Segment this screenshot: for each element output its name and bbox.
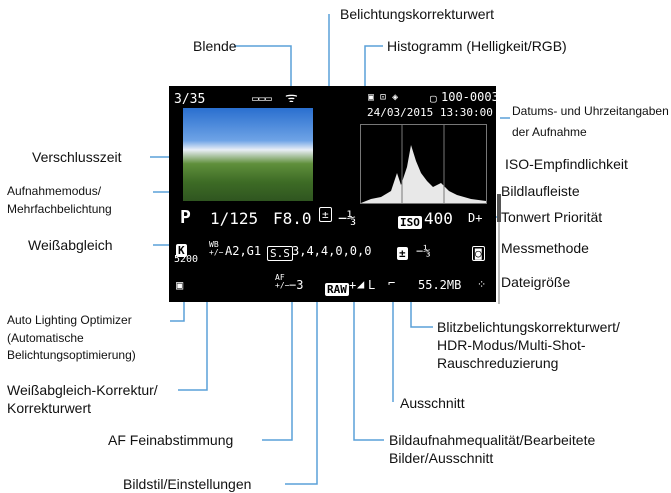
wb-shift-icon: WB+/−: [209, 240, 224, 257]
shutter-speed: 1/125: [210, 209, 259, 228]
wifi-icon: ᯤ: [285, 90, 298, 106]
picture-style-icon: S.S: [267, 242, 293, 261]
label-bildstil: Bildstil/Einstellungen: [123, 476, 252, 492]
crop-icon: ⌐: [388, 276, 396, 290]
label-blitz-line1: Blitzbelichtungskorrekturwert/: [437, 319, 620, 335]
wb-shift-value: A2,G1: [225, 244, 262, 258]
label-ausschnitt: Ausschnitt: [400, 395, 465, 411]
shooting-mode: P: [180, 207, 191, 228]
flash-comp-icon: ±: [397, 247, 408, 260]
label-histogramm: Histogramm (Helligkeit/RGB): [387, 38, 567, 54]
label-aufnahmemodus-line2: Mehrfachbelichtung: [7, 202, 112, 216]
battery-icon: ▭▭▭: [252, 92, 272, 105]
line-af: [262, 295, 293, 441]
line-bildstil: [285, 266, 318, 485]
dust-icon: ⁘: [477, 278, 487, 291]
label-wb-korrektur-line2: Korrekturwert: [7, 400, 92, 416]
quality-jpeg-icon: ◢: [357, 277, 365, 291]
picture-style-values: 3,4,4,0,0,0: [292, 244, 372, 258]
wb-kelvin-value: 5200: [174, 254, 199, 265]
af-microadjust-value: −3: [289, 278, 304, 292]
histogram-box: [360, 124, 487, 204]
label-af-fein: AF Feinabstimmung: [108, 432, 234, 448]
label-alo-line3: Belichtungsoptimierung): [7, 348, 136, 362]
scroll-bar-track: [498, 194, 500, 304]
label-alo-line2: (Automatische: [7, 331, 84, 345]
image-thumbnail: [183, 108, 313, 201]
label-weissabgleich: Weißabgleich: [28, 237, 113, 253]
label-belichtungskorrekturwert: Belichtungskorrekturwert: [340, 6, 495, 22]
aperture: F8.0: [273, 209, 312, 228]
wb-kelvin-icon: K: [176, 244, 187, 257]
exposure-comp-icon: ±: [319, 207, 332, 222]
label-bildqual-line1: Bildaufnahmequalität/Bearbeitete: [389, 432, 596, 448]
label-verschlusszeit: Verschlusszeit: [32, 149, 122, 165]
label-bildlaufleiste: Bildlaufleiste: [501, 183, 580, 199]
label-messmethode: Messmethode: [501, 240, 589, 256]
folder-icon: ▢: [430, 92, 437, 105]
label-wb-korrektur-line1: Weißabgleich-Korrektur/: [7, 382, 158, 398]
scroll-bar-thumb: [497, 194, 501, 222]
label-tonwert: Tonwert Priorität: [501, 209, 603, 225]
label-bildqual-line2: Bilder/Ausschnitt: [389, 450, 494, 466]
af-microadjust-icon: AF+/−: [275, 273, 290, 290]
label-datum-line2: der Aufnahme: [512, 125, 587, 139]
label-alo-line1: Auto Lighting Optimizer: [7, 313, 132, 327]
flash-comp-value: −⅓: [416, 244, 431, 258]
label-blitz-line2: HDR-Modus/Multi-Shot-: [437, 337, 586, 353]
label-blitz-line3: Rauschreduzierung: [437, 355, 559, 371]
iso-value: 400: [424, 209, 453, 228]
image-count: 3/35: [174, 92, 206, 107]
d-plus: D+: [468, 211, 483, 225]
label-iso: ISO-Empfindlichkeit: [505, 156, 628, 172]
exposure-comp-value: −⅓: [338, 209, 357, 227]
protect-icons: ▣ ⊡ ◈: [368, 92, 399, 103]
label-datum-line1: Datums- und Uhrzeitangaben: [512, 104, 669, 118]
line-alo: [170, 296, 185, 322]
alo-icon: ▣: [176, 278, 184, 292]
iso-icon: ISO: [398, 216, 422, 229]
quality-plus: +: [349, 278, 357, 292]
quality-jpeg: L: [368, 278, 376, 292]
file-size: 55.2MB: [418, 278, 462, 292]
label-dateigroesse: Dateigröße: [501, 274, 571, 290]
folder-file-number: 100-0003: [441, 90, 499, 104]
label-blende: Blende: [193, 38, 237, 54]
histogram-graph: [361, 125, 486, 203]
line-blende: [234, 45, 292, 104]
quality-raw: RAW: [325, 283, 349, 296]
metering-icon: ◙: [472, 242, 485, 261]
line-bildqual: [353, 288, 384, 441]
label-aufnahmemodus-line1: Aufnahmemodus/: [7, 184, 102, 198]
line-blitz: [410, 296, 433, 328]
date-time: 24/03/2015 13:30:00: [367, 106, 493, 119]
